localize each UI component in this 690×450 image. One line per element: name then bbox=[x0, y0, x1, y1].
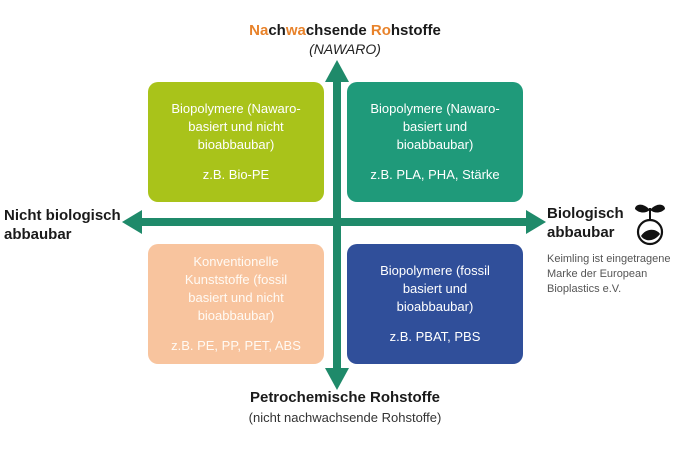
quadrant-description: Biopolymere (fossil basiert und bioabbau… bbox=[380, 263, 490, 314]
quadrant-example: z.B. PBAT, PBS bbox=[389, 329, 481, 344]
quadrant-description: Biopolymere (Nawaro- basiert und nicht b… bbox=[171, 101, 301, 152]
top-label-part: Na bbox=[249, 22, 269, 39]
trademark-note: Keimling ist eingetragene Marke der Euro… bbox=[547, 252, 671, 297]
vertical-axis-arrow-up bbox=[325, 60, 349, 82]
top-label-part: chsende bbox=[305, 22, 371, 39]
quadrant-description: Biopolymere (Nawaro- basiert und bioabba… bbox=[370, 101, 500, 152]
quadrant-bottom-left: Konventionelle Kunststoffe (fossil basie… bbox=[148, 244, 324, 364]
quadrant-bottom-right: Biopolymere (fossil basiert und bioabbau… bbox=[347, 244, 523, 364]
top-label-part: Ro bbox=[370, 22, 391, 39]
quadrant-top-right: Biopolymere (Nawaro- basiert und bioabba… bbox=[347, 82, 523, 202]
top-axis-sublabel: (NAWARO) bbox=[309, 41, 381, 57]
bottom-axis-sublabel: (nicht nachwachsende Rohstoffe) bbox=[248, 410, 442, 425]
quadrant-example: z.B. PLA, PHA, Stärke bbox=[370, 167, 500, 182]
right-axis-label-line: abbaubar bbox=[547, 224, 615, 241]
bottom-axis-label: Petrochemische Rohstoffe bbox=[249, 389, 441, 406]
quadrant-top-left: Biopolymere (Nawaro- basiert und nicht b… bbox=[148, 82, 324, 202]
quadrant-description: Konventionelle Kunststoffe (fossil basie… bbox=[184, 254, 288, 323]
trademark-note-line: Marke der European bbox=[547, 268, 648, 280]
right-axis-label: Biologisch abbaubar bbox=[547, 204, 624, 242]
top-label-part: hstoffe bbox=[390, 22, 441, 39]
left-axis-label: Nicht biologisch abbaubar bbox=[4, 206, 121, 244]
right-axis-label-line: Biologisch bbox=[547, 205, 624, 222]
top-axis-label: Nachwachsende Rohstoffe bbox=[0, 22, 690, 39]
horizontal-axis-arrow-left bbox=[122, 210, 142, 234]
quadrant-example: z.B. PE, PP, PET, ABS bbox=[171, 338, 301, 353]
trademark-note-line: Bioplastics e.V. bbox=[547, 283, 622, 295]
quadrant-example: z.B. Bio-PE bbox=[202, 167, 270, 182]
top-label-part: wa bbox=[285, 22, 306, 39]
vertical-axis-arrow-down bbox=[325, 368, 349, 390]
top-label-part: ch bbox=[268, 22, 286, 39]
left-axis-label-line: abbaubar bbox=[4, 226, 72, 243]
seedling-logo-icon bbox=[635, 204, 665, 246]
trademark-note-line: Keimling ist eingetragene bbox=[547, 253, 671, 265]
left-axis-label-line: Nicht biologisch bbox=[4, 207, 121, 224]
horizontal-axis-arrow-right bbox=[526, 210, 546, 234]
